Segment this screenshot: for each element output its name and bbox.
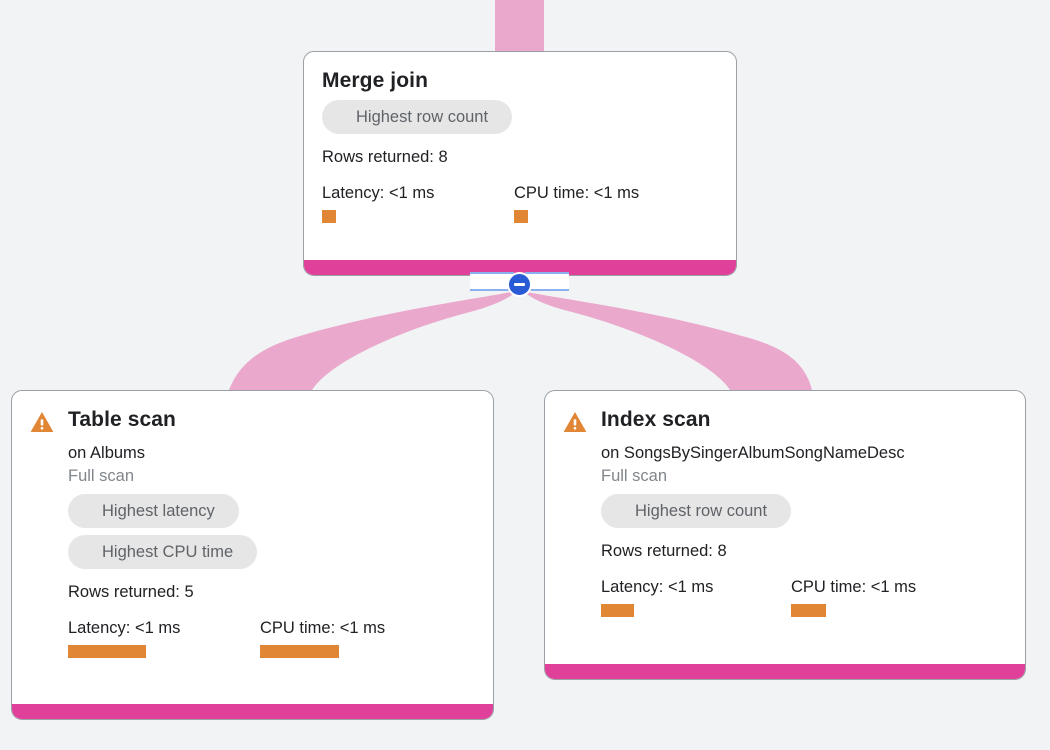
node-scan-type: Full scan <box>601 467 668 485</box>
metric-cpu-time-bar <box>514 210 528 223</box>
node-card-merge-join[interactable]: Merge join Highest row count Rows return… <box>303 51 737 276</box>
metric-cpu-time: CPU time: <1 ms <box>260 618 385 658</box>
metric-latency: Latency: <1 ms <box>68 618 260 658</box>
metric-cpu-time-bar <box>791 604 826 617</box>
metric-cpu-time-label: CPU time: <1 ms <box>260 619 386 637</box>
node-title: Merge join <box>322 69 429 92</box>
metric-latency-bar <box>322 210 336 223</box>
metric-latency-bar <box>68 645 146 658</box>
node-footer-bar <box>12 704 493 719</box>
metric-latency: Latency: <1 ms <box>322 183 514 223</box>
node-head: Merge join <box>322 68 718 94</box>
node-head: Index scan on SongsBySingerAlbumSongName… <box>563 407 1007 617</box>
metric-cpu-time-bar <box>260 645 339 658</box>
metrics-row: Latency: <1 ms CPU time: <1 ms <box>322 183 718 223</box>
rows-returned-label: Rows returned: 8 <box>601 542 727 560</box>
chip-row: Highest row count <box>322 100 718 141</box>
metric-latency-bar <box>601 604 634 617</box>
node-scan-type: Full scan <box>68 467 135 485</box>
chip-highest-row-count[interactable]: Highest row count <box>601 494 792 528</box>
rows-returned-label: Rows returned: 5 <box>68 583 194 601</box>
chip-row: Highest row count <box>601 494 1007 535</box>
flow-edge-incoming <box>495 0 544 52</box>
rows-returned-label: Rows returned: 8 <box>322 148 448 166</box>
node-card-table-scan[interactable]: Table scan on Albums Full scan Highest l… <box>11 390 494 720</box>
collapse-toggle-circle[interactable] <box>507 272 532 297</box>
warning-triangle-icon <box>563 411 587 438</box>
metrics-row: Latency: <1 ms CPU time: <1 ms <box>601 577 1007 617</box>
node-head-text: Index scan on SongsBySingerAlbumSongName… <box>601 407 1007 617</box>
metric-latency-label: Latency: <1 ms <box>68 619 181 637</box>
node-body: Index scan on SongsBySingerAlbumSongName… <box>545 391 1025 627</box>
node-footer-bar <box>304 260 736 275</box>
node-title: Index scan <box>601 408 711 431</box>
flow-edge-to-index-scan <box>524 292 812 390</box>
node-body: Table scan on Albums Full scan Highest l… <box>12 391 493 668</box>
node-body: Merge join Highest row count Rows return… <box>304 52 736 233</box>
metric-latency-label: Latency: <1 ms <box>322 184 435 202</box>
node-card-index-scan[interactable]: Index scan on SongsBySingerAlbumSongName… <box>544 390 1026 680</box>
chip-highest-latency[interactable]: Highest latency <box>68 494 239 528</box>
metric-latency-label: Latency: <1 ms <box>601 578 714 596</box>
node-subtitle: on SongsBySingerAlbumSongNameDesc <box>601 444 905 462</box>
metric-cpu-time: CPU time: <1 ms <box>791 577 916 617</box>
warning-triangle-icon <box>30 411 54 438</box>
metric-latency: Latency: <1 ms <box>601 577 791 617</box>
chip-highest-cpu-time[interactable]: Highest CPU time <box>68 535 258 569</box>
metrics-row: Latency: <1 ms CPU time: <1 ms <box>68 618 475 658</box>
node-footer-bar <box>545 664 1025 679</box>
flow-edge-to-table-scan <box>229 292 516 390</box>
toggle-arm-left <box>470 272 514 291</box>
node-subtitle: on Albums <box>68 444 146 462</box>
collapse-toggle-button[interactable] <box>470 272 569 297</box>
node-head-text: Merge join <box>322 68 718 94</box>
toggle-arm-right <box>525 272 569 291</box>
metric-cpu-time: CPU time: <1 ms <box>514 183 639 223</box>
chip-row: Highest latency Highest CPU time <box>68 494 475 576</box>
node-head-text: Table scan on Albums Full scan Highest l… <box>68 407 475 658</box>
metric-cpu-time-label: CPU time: <1 ms <box>791 578 917 596</box>
metric-cpu-time-label: CPU time: <1 ms <box>514 184 640 202</box>
node-title: Table scan <box>68 408 176 431</box>
node-head: Table scan on Albums Full scan Highest l… <box>30 407 475 658</box>
chip-highest-row-count[interactable]: Highest row count <box>322 100 513 134</box>
minus-icon <box>514 283 525 286</box>
